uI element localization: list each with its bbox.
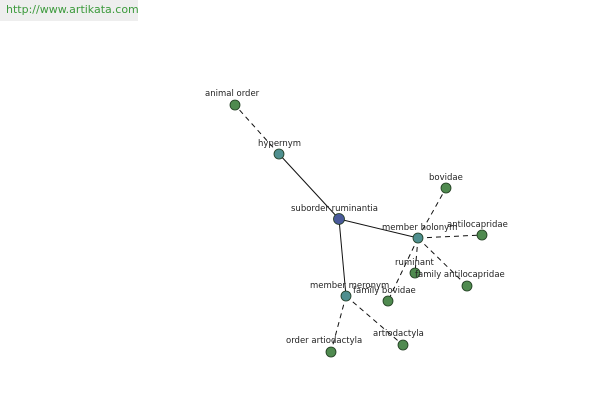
- node-label[interactable]: animal order: [205, 89, 260, 99]
- edge-meronym-artiodactyla: [345, 295, 404, 346]
- edge-suborder-holonym: [338, 218, 419, 239]
- node-label[interactable]: member meronym: [310, 281, 389, 291]
- node-dot[interactable]: [412, 232, 424, 244]
- node-dot[interactable]: [397, 339, 409, 351]
- node-suborder[interactable]: suborder ruminantia: [291, 204, 378, 225]
- node-dot[interactable]: [333, 213, 345, 225]
- node-artiodactyla[interactable]: artiodactyla: [373, 329, 424, 351]
- node-meronym[interactable]: member meronym: [310, 281, 389, 302]
- edge-suborder-hypernym: [278, 153, 340, 220]
- node-dot[interactable]: [382, 295, 394, 307]
- node-dot[interactable]: [409, 267, 421, 279]
- node-dot[interactable]: [340, 290, 352, 302]
- node-dot[interactable]: [325, 346, 337, 358]
- edge-holonym-bovidae: [417, 187, 447, 239]
- node-family-antilocapridae[interactable]: family antilocapridae: [415, 270, 505, 292]
- url-bar: http://www.artikata.com: [0, 0, 139, 21]
- node-dot[interactable]: [461, 280, 473, 292]
- node-antilocapridae[interactable]: antilocapridae: [447, 220, 508, 241]
- nodes-layer: suborder ruminantia hypernym member holony…: [205, 89, 508, 358]
- node-hypernym[interactable]: hypernym: [258, 139, 301, 160]
- node-dot[interactable]: [440, 182, 452, 194]
- node-label[interactable]: order artiodactyla: [286, 336, 362, 346]
- node-animal-order[interactable]: animal order: [205, 89, 260, 111]
- node-order-artiodactyla[interactable]: order artiodactyla: [286, 336, 362, 358]
- edge-holonym-family_bovidae: [387, 237, 419, 302]
- edge-holonym-ruminant: [414, 237, 419, 274]
- edge-suborder-meronym: [338, 218, 347, 297]
- node-dot[interactable]: [273, 148, 285, 160]
- node-label[interactable]: suborder ruminantia: [291, 204, 378, 214]
- edges-layer: [234, 104, 483, 353]
- node-label[interactable]: hypernym: [258, 139, 301, 149]
- node-label[interactable]: family bovidae: [353, 286, 416, 296]
- node-ruminant[interactable]: ruminant: [395, 258, 435, 279]
- node-label[interactable]: family antilocapridae: [415, 270, 505, 280]
- edge-meronym-order_artiodactyla: [330, 295, 347, 353]
- node-label[interactable]: ruminant: [395, 258, 435, 268]
- node-holonym[interactable]: member holonym: [382, 223, 457, 244]
- node-label[interactable]: member holonym: [382, 223, 457, 233]
- edge-holonym-antilocapridae: [417, 234, 483, 239]
- site-url[interactable]: http://www.artikata.com: [6, 3, 139, 16]
- node-dot[interactable]: [229, 99, 241, 111]
- edge-holonym-family_antilocapridae: [417, 237, 468, 287]
- node-dot[interactable]: [476, 229, 488, 241]
- edge-hypernym-animal_order: [234, 104, 280, 155]
- node-bovidae[interactable]: bovidae: [429, 173, 463, 194]
- node-label[interactable]: antilocapridae: [447, 220, 508, 230]
- node-family-bovidae[interactable]: family bovidae: [353, 286, 416, 307]
- node-label[interactable]: bovidae: [429, 173, 463, 183]
- node-label[interactable]: artiodactyla: [373, 329, 424, 339]
